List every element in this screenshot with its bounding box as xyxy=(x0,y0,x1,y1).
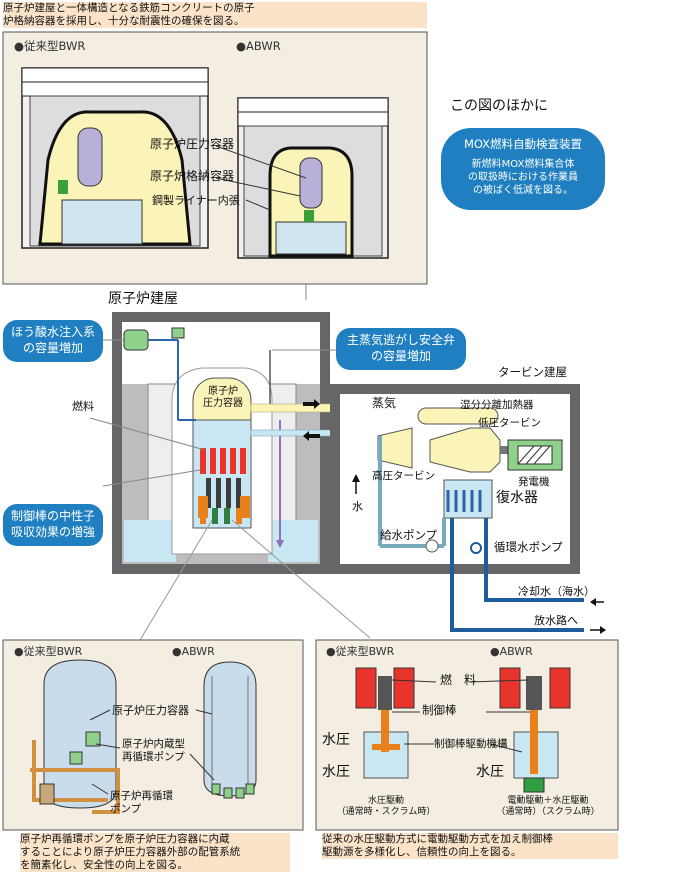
boric-callout xyxy=(3,320,103,362)
br-right-title: ●ABWR xyxy=(490,645,533,658)
br-left-mode-2: （通常時・スクラム時） xyxy=(336,807,436,817)
boric-line-1: ほう酸水注入系 xyxy=(10,325,95,339)
srv-line-1: 主蒸気逃がし安全弁 xyxy=(346,333,455,347)
br-label-drive: 制御棒駆動機構 xyxy=(434,738,508,750)
main-label-condenser: 復水器 xyxy=(496,490,538,506)
bl-recirc-line-2: ポンプ xyxy=(110,803,142,815)
reactor-building xyxy=(112,312,330,574)
bl-left-title: ●従来型BWR xyxy=(14,645,83,658)
mox-bubble-title: MOX燃料自動検査装置 xyxy=(463,137,583,151)
rod-line-1: 制御棒の中性子 xyxy=(10,509,95,523)
main-label-steam: 蒸気 xyxy=(372,396,397,410)
reactor-building-label: 原子炉建屋 xyxy=(108,291,178,307)
top-right-title: ●ABWR xyxy=(236,39,281,53)
rod-line-2: 吸収効果の増強 xyxy=(10,525,95,539)
cooling-water-loop xyxy=(450,518,606,634)
mox-bubble-text: 新燃料MOX燃料集合体 の取扱時における作業員 の被ばく低減を図る。 xyxy=(441,158,605,197)
br-left-title: ●従来型BWR xyxy=(326,645,395,658)
mox-line-3: の被ばく低減を図る。 xyxy=(473,185,573,196)
mox-line-2: の取扱時における作業員 xyxy=(468,172,578,183)
rod-callout-text: 制御棒の中性子 吸収効果の増強 xyxy=(3,508,103,540)
bl-internal-line-1: 原子炉内蔵型 xyxy=(122,738,185,750)
bwr-building-section xyxy=(21,67,209,249)
bl-right-title: ●ABWR xyxy=(172,645,215,658)
br-label-hydraulic-2: 水圧 xyxy=(322,764,350,780)
br-caption: 従来の水圧駆動方式に電動駆動方式を加え制御棒 駆動源を多様化し、信頼性の向上を図… xyxy=(322,833,618,859)
main-label-cooling: 冷却水（海水） xyxy=(518,585,595,598)
mox-line-1: 新燃料MOX燃料集合体 xyxy=(471,159,575,170)
main-label-circ-pump: 循環水ポンプ xyxy=(494,540,563,554)
top-left-title: ●従来型BWR xyxy=(14,39,86,53)
bwr-vessel-illustration xyxy=(30,659,120,814)
bl-caption-line-2: することにより原子炉圧力容器外部の配管系統 xyxy=(20,846,241,858)
srv-callout xyxy=(336,328,466,370)
top-note-line-2: 炉格納容器を採用し、十分な耐震性の確保を図る。 xyxy=(3,15,245,27)
boric-line-2: の容量増加 xyxy=(22,341,83,355)
br-label-hydraulic-3: 水圧 xyxy=(476,764,504,780)
main-label-msr: 湿分分離加熱器 xyxy=(460,399,534,411)
main-label-feed-pump: 給水ポンプ xyxy=(380,528,438,542)
br-left-mode: 水圧駆動 （通常時・スクラム時） xyxy=(336,796,436,818)
main-label-lp: 低圧タービン xyxy=(478,417,541,429)
br-label-rod: 制御棒 xyxy=(422,703,457,717)
main-rpv-line-1: 原子炉 xyxy=(208,386,238,397)
br-right-mode: 電動駆動＋水圧駆動 （通常時）（スクラム時） xyxy=(480,796,616,818)
main-rpv-line-2: 圧力容器 xyxy=(203,398,243,409)
bl-caption: 原子炉再循環ポンプを原子炉圧力容器に内蔵 することにより原子炉圧力容器外部の配管… xyxy=(20,833,290,872)
abwr-drive-illustration xyxy=(499,667,571,793)
br-label-fuel: 燃 料 xyxy=(440,673,477,687)
br-right-mode-1: 電動駆動＋水圧駆動 xyxy=(507,796,589,806)
bl-label-internal-pump: 原子炉内蔵型 再循環ポンプ xyxy=(122,738,185,764)
main-label-water: 水 xyxy=(352,500,363,513)
bl-caption-line-3: を簡素化し、安全性の向上を図る。 xyxy=(20,859,188,871)
srv-line-2: の容量増加 xyxy=(370,349,431,363)
main-label-hp: 高圧タービン xyxy=(372,470,435,482)
bl-recirc-line-1: 原子炉再循環 xyxy=(110,790,173,802)
rod-callout xyxy=(3,504,103,546)
br-left-mode-1: 水圧駆動 xyxy=(367,796,404,806)
bl-internal-line-2: 再循環ポンプ xyxy=(122,751,185,763)
turbine-building-label: タービン建屋 xyxy=(498,365,567,379)
bl-label-recirc-pump: 原子炉再循環 ポンプ xyxy=(110,790,173,816)
boric-callout-text: ほう酸水注入系 の容量増加 xyxy=(3,324,103,356)
top-label-rpv: 原子炉圧力容器 xyxy=(150,137,235,151)
turbine-building xyxy=(330,384,580,574)
main-label-rpv: 原子炉 圧力容器 xyxy=(196,386,250,410)
abwr-building-section xyxy=(237,97,389,259)
top-label-pcv: 原子炉格納容器 xyxy=(150,169,235,183)
br-right-mode-2: （通常時）（スクラム時） xyxy=(496,807,600,817)
main-label-discharge: 放水路へ xyxy=(534,614,578,627)
br-caption-line-2: 駆動源を多様化し、信頼性の向上を図る。 xyxy=(322,846,522,858)
right-note-heading: この図のほかに xyxy=(450,98,548,114)
srv-callout-text: 主蒸気逃がし安全弁 の容量増加 xyxy=(336,332,466,364)
br-caption-line-1: 従来の水圧駆動方式に電動駆動方式を加え制御棒 xyxy=(322,833,553,845)
main-label-generator: 発電機 xyxy=(518,476,550,488)
top-note-line-1: 原子炉建屋と一体構造となる鉄筋コンクリートの原子 xyxy=(3,2,255,14)
abwr-vessel-illustration xyxy=(203,661,257,799)
top-note: 原子炉建屋と一体構造となる鉄筋コンクリートの原子 炉格納容器を採用し、十分な耐震… xyxy=(3,2,427,28)
mox-bubble xyxy=(441,128,605,210)
br-label-hydraulic-1: 水圧 xyxy=(322,732,350,748)
bwr-drive-illustration xyxy=(355,667,415,779)
bl-caption-line-1: 原子炉再循環ポンプを原子炉圧力容器に内蔵 xyxy=(20,833,230,845)
main-label-fuel: 燃料 xyxy=(72,400,94,413)
top-label-liner: 鋼製ライナー内張 xyxy=(152,194,240,207)
bl-label-rpv: 原子炉圧力容器 xyxy=(112,704,189,717)
